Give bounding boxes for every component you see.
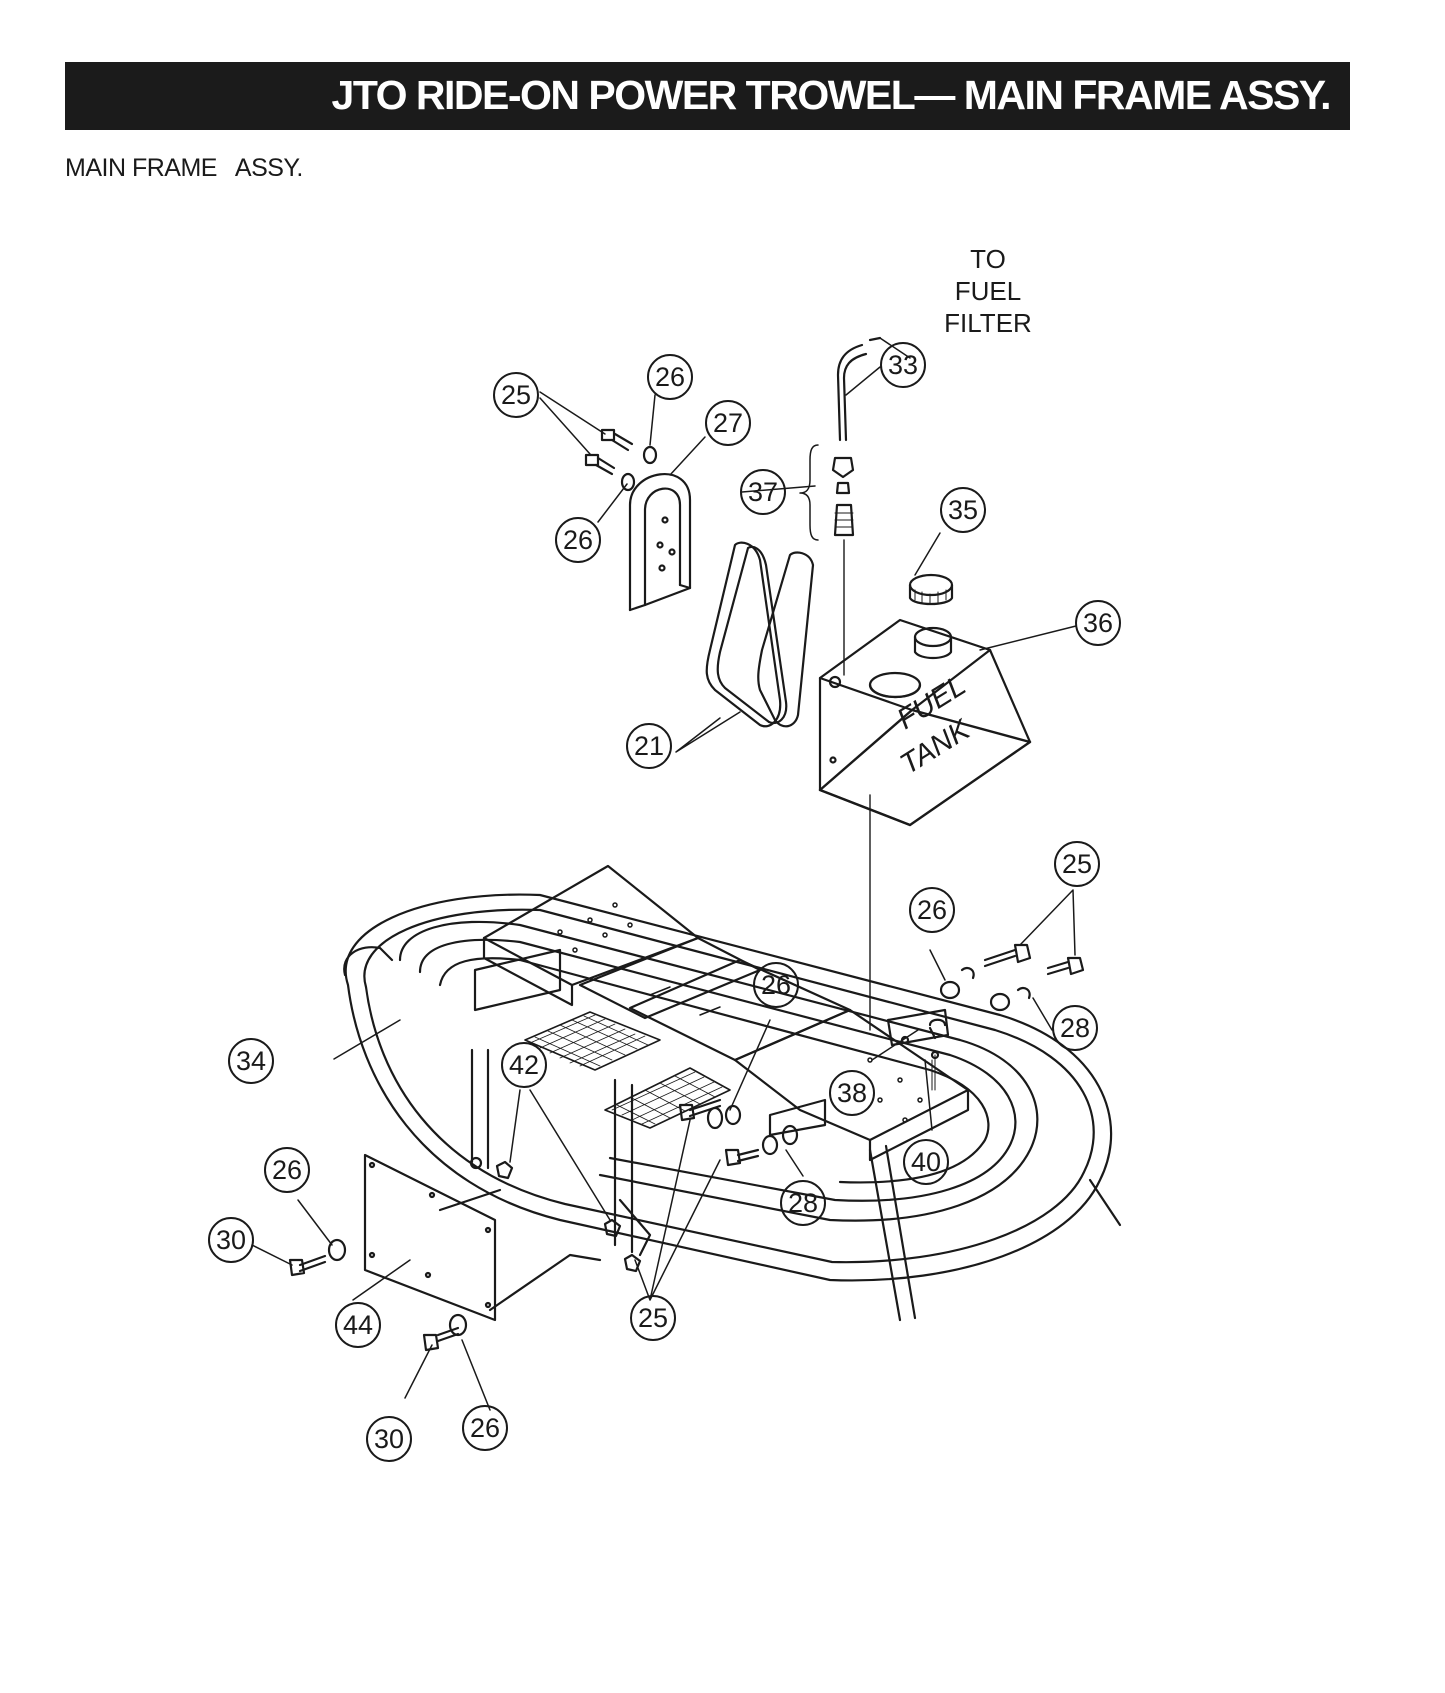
- fuel-filter-note-line3: FILTER: [944, 308, 1032, 338]
- callout-27: 27: [705, 400, 751, 446]
- callout-25-lower: 25: [630, 1295, 676, 1341]
- callout-28-lower: 28: [780, 1180, 826, 1226]
- callout-38: 38: [829, 1070, 875, 1116]
- callout-40: 40: [903, 1139, 949, 1185]
- fuel-tank: FUEL TANK: [818, 618, 1032, 827]
- callout-number: 44: [343, 1310, 373, 1340]
- callout-number: 42: [509, 1050, 539, 1080]
- callout-26-right: 26: [909, 887, 955, 933]
- title-bar: JTO RIDE-ON POWER TROWEL— MAIN FRAME ASS…: [65, 62, 1350, 130]
- section-subtitle: MAIN FRAME ASSY.: [65, 154, 303, 182]
- access-plate: [288, 1153, 602, 1352]
- callout-number: 33: [888, 350, 918, 380]
- callout-number: 35: [948, 495, 978, 525]
- callout-number: 26: [272, 1155, 302, 1185]
- callout-number: 30: [374, 1424, 404, 1454]
- callout-number: 34: [236, 1046, 266, 1076]
- callout-26-lower-left: 26: [264, 1147, 310, 1193]
- callout-number: 25: [638, 1303, 668, 1333]
- callout-number: 26: [761, 970, 791, 1000]
- callout-34: 34: [228, 1038, 274, 1084]
- callout-21: 21: [626, 723, 672, 769]
- callout-number: 26: [470, 1413, 500, 1443]
- callout-26-left: 26: [555, 517, 601, 563]
- callout-number: 26: [563, 525, 593, 555]
- callout-number: 21: [634, 731, 664, 761]
- callout-36: 36: [1075, 600, 1121, 646]
- callout-number: 30: [216, 1225, 246, 1255]
- callout-number: 26: [655, 362, 685, 392]
- callout-26-top: 26: [647, 354, 693, 400]
- callout-33: 33: [880, 342, 926, 388]
- callout-number: 25: [1062, 849, 1092, 879]
- callout-26-center: 26: [753, 962, 799, 1008]
- leader-lines: [251, 337, 1077, 1411]
- callout-number: 25: [501, 380, 531, 410]
- callout-30-left: 30: [208, 1217, 254, 1263]
- callout-number: 27: [713, 408, 743, 438]
- main-frame: [343, 893, 1122, 1322]
- callout-35: 35: [940, 487, 986, 533]
- fuel-filter-note-line2: FUEL: [955, 276, 1021, 306]
- fuel-filter-note-line1: TO: [970, 244, 1006, 274]
- fuel-line-assembly: [831, 336, 882, 676]
- page-title: JTO RIDE-ON POWER TROWEL— MAIN FRAME ASS…: [331, 72, 1332, 118]
- fuel-cap: [908, 573, 954, 606]
- callout-30-lower: 30: [366, 1416, 412, 1462]
- callout-number: 37: [748, 477, 778, 507]
- callout-number: 36: [1083, 608, 1113, 638]
- callout-37: 37: [740, 469, 786, 515]
- belt-guard: [628, 473, 692, 612]
- callout-bubbles: 25 26 27 26 33 37 35 36 21 25 26 28 26 3…: [208, 342, 1121, 1462]
- callout-25-right: 25: [1054, 841, 1100, 887]
- tank-mount-hardware: [768, 794, 950, 1137]
- callout-28-right: 28: [1052, 1005, 1098, 1051]
- callout-number: 28: [1060, 1013, 1090, 1043]
- callout-42: 42: [501, 1042, 547, 1088]
- bolts-and-washers: [469, 428, 1085, 1273]
- callout-25-top: 25: [493, 372, 539, 418]
- callout-number: 28: [788, 1188, 818, 1218]
- callout-number: 26: [917, 895, 947, 925]
- callout-26-bottom: 26: [462, 1405, 508, 1451]
- callout-44: 44: [335, 1302, 381, 1348]
- callout-number: 40: [911, 1147, 941, 1177]
- v-belts: [705, 541, 815, 728]
- callout-number: 38: [837, 1078, 867, 1108]
